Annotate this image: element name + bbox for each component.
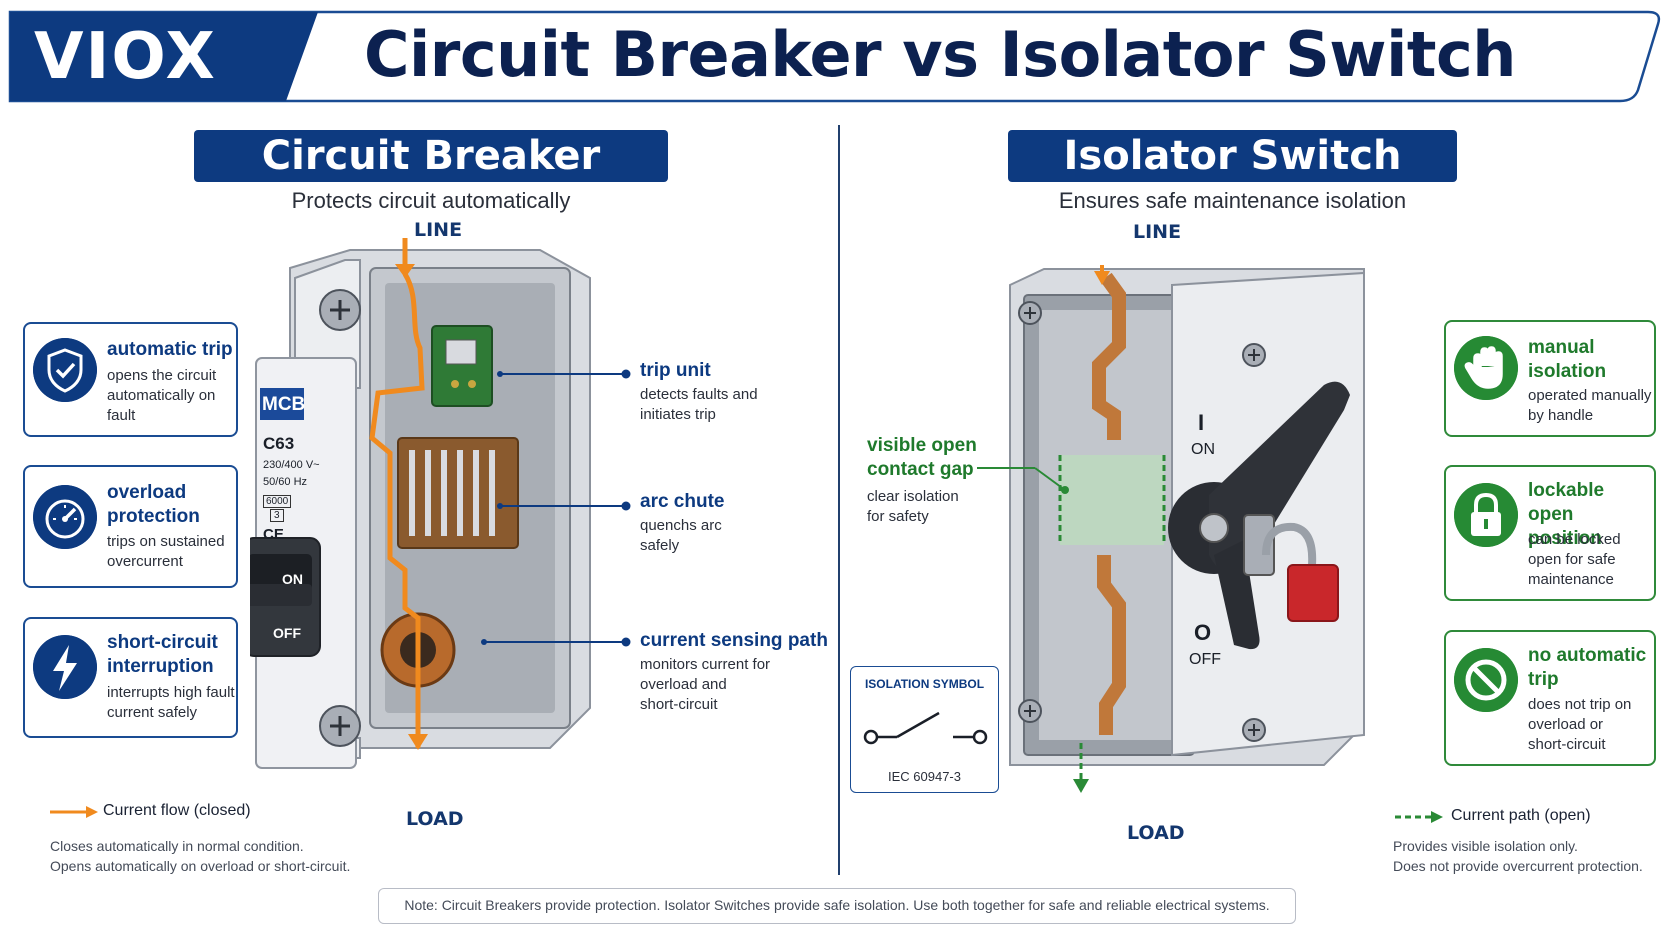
padlock-icon xyxy=(1454,483,1518,547)
header-banner xyxy=(8,10,1661,103)
callout-sensing-path-title: current sensing path xyxy=(640,630,828,651)
breaker-line-label: LINE xyxy=(414,219,463,241)
isolator-line-label: LINE xyxy=(1133,221,1182,243)
isolator-legend-label: Current path (open) xyxy=(1451,807,1591,824)
current-flow-legend-arrow xyxy=(50,806,98,818)
viox-logo: VIOX xyxy=(34,20,217,94)
mcb-frequency-label: 50/60 Hz xyxy=(263,476,308,488)
isolator-load-label: LOAD xyxy=(1127,822,1185,844)
breaker-callout-lines xyxy=(481,369,631,647)
gauge-icon xyxy=(33,485,97,549)
page-title: Circuit Breaker vs Isolator Switch xyxy=(364,18,1516,91)
isolator-heading: Isolator Switch xyxy=(1008,130,1457,182)
gap-callout-line xyxy=(977,467,1069,494)
mcb-voltage-label: 230/400 V~ xyxy=(263,459,320,471)
hand-icon xyxy=(1454,336,1518,400)
isolator-off-symbol: O xyxy=(1194,620,1212,645)
breaker-legend-label: Current flow (closed) xyxy=(103,802,251,819)
isolation-switch-symbol-icon xyxy=(863,711,988,745)
isolation-symbol-title: ISOLATION SYMBOL xyxy=(864,677,985,691)
prohibited-icon xyxy=(1454,648,1518,712)
callout-arc-chute-title: arc chute xyxy=(640,491,725,512)
mcb-class-label: 3 xyxy=(270,509,284,522)
isolator-illustration xyxy=(1009,265,1365,793)
padlock-icon xyxy=(1243,514,1339,622)
mcb-off-label: OFF xyxy=(273,625,301,641)
isolator-off-label: OFF xyxy=(1189,651,1221,668)
isolator-subtitle: Ensures safe maintenance isolation xyxy=(1058,188,1407,213)
isolation-standard: IEC 60947-3 xyxy=(888,769,961,784)
callout-trip-unit-title: trip unit xyxy=(640,360,711,381)
isolator-on-symbol: I xyxy=(1198,410,1205,435)
breaker-subtitle: Protects circuit automatically xyxy=(291,188,571,213)
mcb-illustration xyxy=(250,238,591,769)
current-path-legend-arrow xyxy=(1395,811,1443,823)
breaker-note: Closes automatically in normal condition… xyxy=(50,838,351,874)
mcb-rating-label: C63 xyxy=(263,434,295,453)
screw-icon xyxy=(1242,343,1266,367)
section-divider xyxy=(838,125,840,875)
feature-title: automatic trip xyxy=(107,339,233,360)
screw-icon xyxy=(319,705,361,747)
isolation-symbol-box: ISOLATION SYMBOL IEC 60947-3 xyxy=(850,666,999,793)
shield-check-icon xyxy=(33,338,97,402)
mcb-on-label: ON xyxy=(282,571,303,587)
mcb-ce-mark: CE xyxy=(263,526,284,543)
breaker-heading: Circuit Breaker xyxy=(194,130,668,182)
mcb-type-label: MCB xyxy=(262,394,306,415)
isolator-on-label: ON xyxy=(1191,441,1215,458)
screw-icon xyxy=(1018,301,1042,325)
breaker-load-label: LOAD xyxy=(406,808,464,830)
screw-icon xyxy=(319,289,361,331)
footer-note: Note: Circuit Breakers provide protectio… xyxy=(378,888,1296,924)
isolator-note: Provides visible isolation only.Does not… xyxy=(1393,838,1643,874)
screw-icon xyxy=(1242,718,1266,742)
lightning-icon xyxy=(33,635,97,699)
mcb-capacity-label: 6000 xyxy=(263,495,292,508)
screw-icon xyxy=(1018,699,1042,723)
